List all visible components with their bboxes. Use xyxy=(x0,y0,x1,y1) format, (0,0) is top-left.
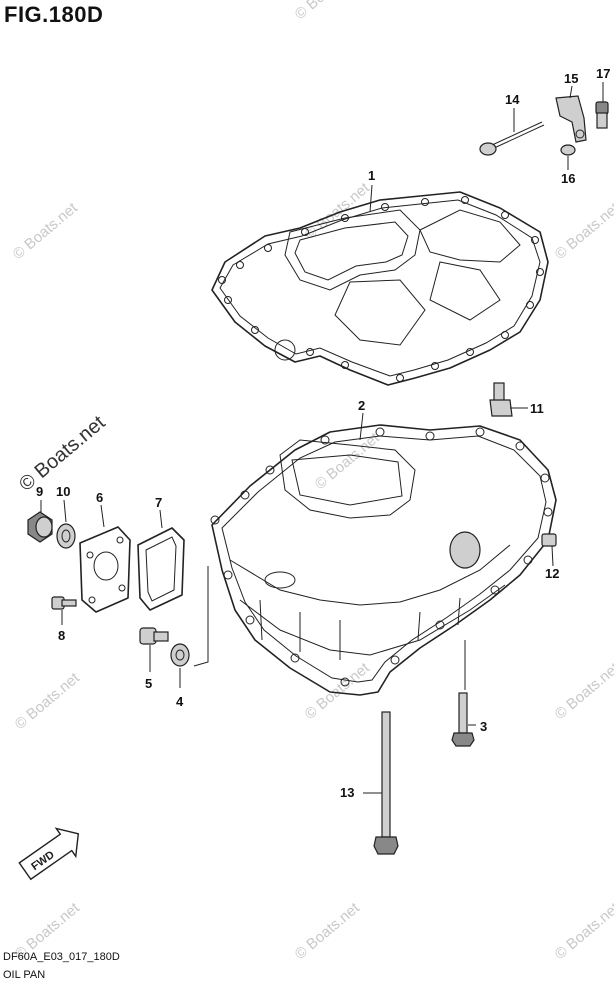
watermark: © Boats.net xyxy=(312,429,384,493)
watermark: © Boats.net xyxy=(10,199,82,263)
diagram-name: OIL PAN xyxy=(3,969,46,981)
washer-part-16 xyxy=(560,144,576,156)
callout-12: 12 xyxy=(545,566,559,581)
gasket-holes xyxy=(218,196,544,382)
plate-part-6 xyxy=(79,526,131,613)
figure-title: FIG.180D xyxy=(4,2,104,27)
callout-14: 14 xyxy=(505,92,520,107)
callout-11: 11 xyxy=(530,401,544,416)
watermark: © Boats.net xyxy=(552,659,614,723)
callout-9: 9 xyxy=(36,484,43,499)
fitting-part-11 xyxy=(489,382,513,417)
watermark: © Boats.net xyxy=(302,659,374,723)
watermark: © Boats.net xyxy=(302,179,374,243)
plug-part-12 xyxy=(541,533,557,547)
bolt-part-8 xyxy=(51,596,77,610)
washer-part-4 xyxy=(170,643,190,667)
ring-part-10 xyxy=(56,523,76,549)
oil-pan-part-2 xyxy=(210,424,557,696)
gasket-plate-part-7 xyxy=(137,527,185,611)
watermark: © Boats.net xyxy=(292,0,364,23)
callouts: 1 2 3 4 5 6 7 8 9 10 11 12 13 14 15 16 1… xyxy=(36,66,610,800)
dipstick-part-14 xyxy=(479,121,545,156)
callout-2: 2 xyxy=(358,398,365,413)
plug-part-9 xyxy=(27,511,53,543)
bolt-part-13 xyxy=(373,711,399,855)
fwd-arrow-icon: FWD xyxy=(18,827,80,881)
watermark-layer: © Boats.net © Boats.net © Boats.net © Bo… xyxy=(10,0,614,963)
watermark: © Boats.net xyxy=(552,199,614,263)
callout-5: 5 xyxy=(145,676,152,691)
callout-15: 15 xyxy=(564,71,578,86)
callout-6: 6 xyxy=(96,490,103,505)
callout-16: 16 xyxy=(561,171,575,186)
dipstick-guide-part-15 xyxy=(555,95,587,143)
callout-10: 10 xyxy=(56,484,70,499)
callout-17: 17 xyxy=(596,66,610,81)
gasket-part-1 xyxy=(211,191,549,386)
bolt-part-17 xyxy=(595,101,609,129)
bolt-part-3 xyxy=(451,692,475,747)
oil-pan-holes xyxy=(210,427,553,687)
callout-7: 7 xyxy=(155,495,162,510)
diagram-code: DF60A_E03_017_180D xyxy=(3,951,120,963)
callout-8: 8 xyxy=(58,628,65,643)
callout-1: 1 xyxy=(368,168,375,183)
callout-3: 3 xyxy=(480,719,487,734)
drain-plug-part-5 xyxy=(139,627,169,645)
watermark: © Boats.net xyxy=(292,899,364,963)
watermark: © Boats.net xyxy=(552,899,614,963)
callout-4: 4 xyxy=(176,694,184,709)
leader-lines xyxy=(40,82,604,794)
callout-13: 13 xyxy=(340,785,354,800)
watermark: © Boats.net xyxy=(12,669,84,733)
